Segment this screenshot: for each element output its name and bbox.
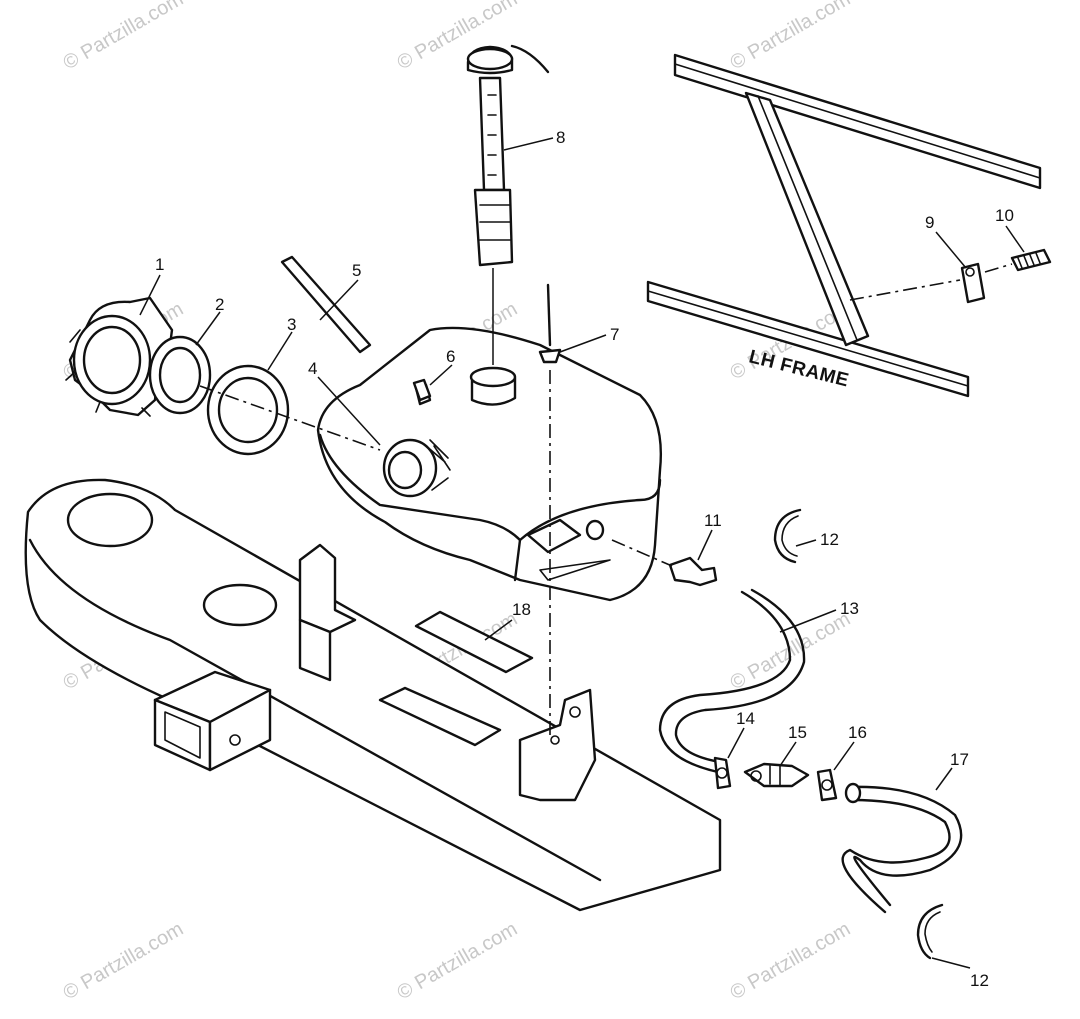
vent-hose xyxy=(280,255,372,354)
dipstick xyxy=(466,44,550,365)
callout-4: 4 xyxy=(308,359,317,378)
vent-fitting xyxy=(412,378,432,402)
callout-11: 11 xyxy=(704,511,722,530)
callout-5: 5 xyxy=(352,261,361,280)
hose-clamp-14 xyxy=(713,756,732,790)
cap-gasket xyxy=(148,335,212,415)
callout-12: 12 xyxy=(820,530,839,549)
fuel-filter xyxy=(743,762,810,788)
watermark: © Partzilla.com xyxy=(727,0,855,74)
mount-stud xyxy=(538,283,562,740)
tank-pad xyxy=(414,610,534,674)
neck-ring xyxy=(206,364,290,456)
return-hose xyxy=(841,782,963,914)
filler-cap xyxy=(65,296,174,417)
hose-clamp-upper xyxy=(773,508,802,564)
callout-2: 2 xyxy=(215,295,224,314)
callouts: 1 2 3 4 5 6 7 8 9 10 11 12 13 14 15 16 1… xyxy=(155,128,1014,990)
watermark: © Partzilla.com xyxy=(394,918,522,1004)
callout-12: 12 xyxy=(970,971,989,990)
watermark: © Partzilla.com xyxy=(60,918,188,1004)
clamp-screw xyxy=(849,248,1052,301)
callout-16: 16 xyxy=(848,723,867,742)
callout-14: 14 xyxy=(736,709,755,728)
outlet-fitting xyxy=(611,539,718,587)
supply-hose xyxy=(658,588,806,774)
callout-6: 6 xyxy=(446,347,455,366)
callout-15: 15 xyxy=(788,723,807,742)
callout-3: 3 xyxy=(287,315,296,334)
callout-17: 17 xyxy=(950,750,969,769)
watermark: © Partzilla.com xyxy=(60,0,188,74)
callout-8: 8 xyxy=(556,128,565,147)
callout-13: 13 xyxy=(840,599,859,618)
assembly-line xyxy=(199,385,381,451)
hose-clamp-16 xyxy=(816,768,838,802)
watermark: © Partzilla.com xyxy=(727,918,855,1004)
callout-10: 10 xyxy=(995,206,1014,225)
callout-1: 1 xyxy=(155,255,164,274)
callout-18: 18 xyxy=(512,600,531,619)
callout-9: 9 xyxy=(925,213,934,232)
hose-clamp-lower xyxy=(916,903,944,960)
callout-7: 7 xyxy=(610,325,619,344)
lh-frame: LH FRAME xyxy=(646,53,1042,398)
frame-clamp xyxy=(960,262,986,304)
mounting-plate xyxy=(24,478,722,912)
oil-tank xyxy=(316,326,662,602)
leader-lines xyxy=(139,137,1025,969)
